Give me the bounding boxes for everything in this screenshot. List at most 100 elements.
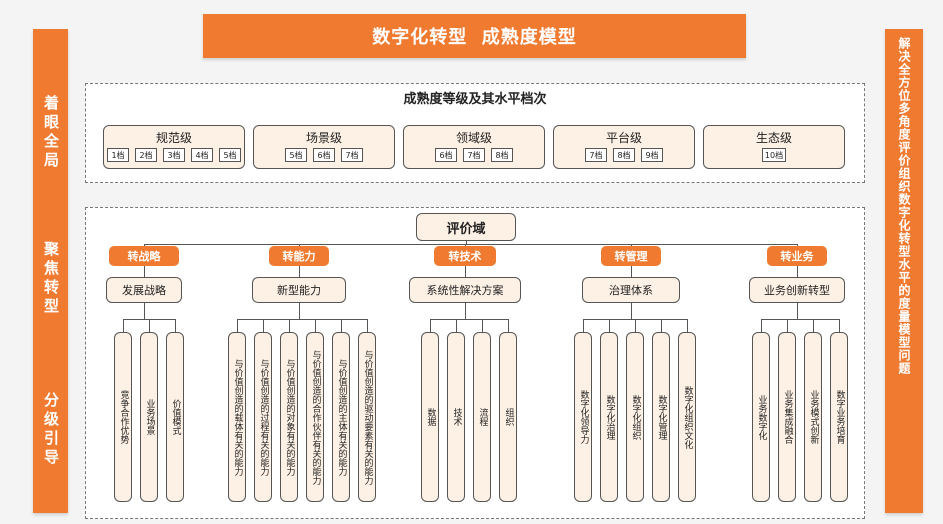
connector-line (787, 319, 788, 332)
leaf-label: 业务模式创新 (808, 390, 819, 444)
left-sidebar: 着眼全局 聚焦转型 分级引导 (33, 29, 68, 513)
connector-line (797, 303, 798, 319)
connector-line (144, 244, 797, 245)
grade-chip: 7档 (341, 148, 363, 162)
connector-line (482, 319, 483, 332)
leaf-label: 业务数字化 (756, 394, 767, 440)
subcategory-2: 新型能力 (252, 277, 346, 303)
leaf-node: 与价值创造的对象有关的能力 (280, 332, 298, 502)
leaf-node: 技术 (447, 332, 465, 502)
connector-line (761, 319, 762, 332)
leaf-label: 数据 (425, 408, 436, 426)
connector-line (761, 319, 839, 320)
grade-chip: 8档 (613, 148, 635, 162)
diagram-title: 数字化转型 成熟度模型 (203, 14, 746, 58)
left-phrase-2: 聚焦转型 (42, 241, 60, 317)
leaf-node: 组织 (499, 332, 517, 502)
connector-line (508, 319, 509, 332)
connector-line (299, 303, 300, 319)
connector-line (299, 244, 300, 246)
connector-line (263, 319, 264, 332)
leaf-node: 价值模式 (166, 332, 184, 502)
connector-line (299, 266, 300, 277)
category-3: 转技术 (434, 246, 496, 266)
grade-chips: 5档 6档 7档 (254, 148, 394, 162)
category-4: 转管理 (601, 246, 661, 266)
connector-line (465, 244, 466, 246)
grade-chips: 6档 7档 8档 (404, 148, 544, 162)
connector-line (144, 266, 145, 277)
connector-line (144, 244, 145, 246)
leaf-node: 与价值创造的主体有关的能力 (332, 332, 350, 502)
grade-chips: 10档 (704, 148, 844, 162)
leaf-node: 与价值创造的驱动要素有关的能力 (358, 332, 376, 502)
leaf-label: 业务场景 (144, 399, 155, 435)
leaf-label: 与价值创造的主体有关的能力 (336, 358, 347, 476)
grade-chip: 6档 (435, 148, 457, 162)
leaf-node: 数字化治理 (600, 332, 618, 502)
leaf-label: 与价值创造的驱动要素有关的能力 (362, 349, 373, 485)
left-phrase-3: 分级引导 (42, 392, 60, 468)
leaf-label: 数字业务培育 (834, 390, 845, 444)
connector-line (635, 319, 636, 332)
subcategory-5: 业务创新转型 (749, 277, 845, 303)
connector-line (289, 319, 290, 332)
connector-line (687, 319, 688, 332)
leaf-node: 数字业务培育 (830, 332, 848, 502)
level-name: 规范级 (155, 131, 192, 145)
leaf-node: 数字化组织 (626, 332, 644, 502)
grade-chip: 5档 (285, 148, 307, 162)
connector-line (631, 266, 632, 277)
connector-line (237, 319, 238, 332)
level-name: 领域级 (455, 131, 492, 145)
connector-line (237, 319, 367, 320)
category-1: 转战略 (109, 246, 179, 266)
subcategory-4: 治理体系 (582, 277, 680, 303)
maturity-levels-title: 成熟度等级及其水平档次 (403, 92, 547, 107)
subcategory-1: 发展战略 (106, 277, 182, 303)
leaf-label: 与价值创造的合作伙伴有关的能力 (310, 349, 321, 485)
connector-line (609, 319, 610, 332)
leaf-label: 数字化治理 (604, 394, 615, 440)
connector-line (367, 319, 368, 332)
connector-line (466, 241, 467, 244)
leaf-label: 与价值创造的对象有关的能力 (284, 358, 295, 476)
leaf-node: 数字化领导力 (574, 332, 592, 502)
leaf-node: 数据 (421, 332, 439, 502)
subcategory-3: 系统性解决方案 (409, 277, 521, 303)
connector-line (661, 319, 662, 332)
grade-chip: 6档 (313, 148, 335, 162)
connector-line (813, 319, 814, 332)
connector-line (797, 266, 798, 277)
evaluation-root-node: 评价域 (416, 213, 516, 241)
leaf-label: 数字化管理 (656, 394, 667, 440)
grade-chip: 8档 (491, 148, 513, 162)
connector-line (631, 244, 632, 246)
leaf-label: 与价值创造的过程有关的能力 (258, 358, 269, 476)
connector-line (149, 319, 150, 332)
grade-chip: 9档 (641, 148, 663, 162)
leaf-node: 流程 (473, 332, 491, 502)
grade-chip: 7档 (463, 148, 485, 162)
grade-chip: 3档 (163, 148, 185, 162)
connector-line (144, 303, 145, 319)
leaf-node: 与价值创造的过程有关的能力 (254, 332, 272, 502)
level-box-2: 场景级 5档 6档 7档 (253, 125, 395, 169)
leaf-node: 竞争合作优势 (114, 332, 132, 502)
connector-line (839, 319, 840, 332)
connector-line (465, 303, 466, 319)
level-name: 场景级 (305, 131, 342, 145)
right-sidebar: 解决全方位多角度评价组织数字化转型水平的度量模型问题 (885, 29, 923, 513)
category-5: 转业务 (767, 246, 827, 266)
leaf-node: 数字化管理 (652, 332, 670, 502)
leaf-node: 业务场景 (140, 332, 158, 502)
leaf-label: 组织 (503, 408, 514, 426)
leaf-node: 与价值创造的合作伙伴有关的能力 (306, 332, 324, 502)
connector-line (456, 319, 457, 332)
category-2: 转能力 (269, 246, 329, 266)
grade-chip: 1档 (107, 148, 129, 162)
